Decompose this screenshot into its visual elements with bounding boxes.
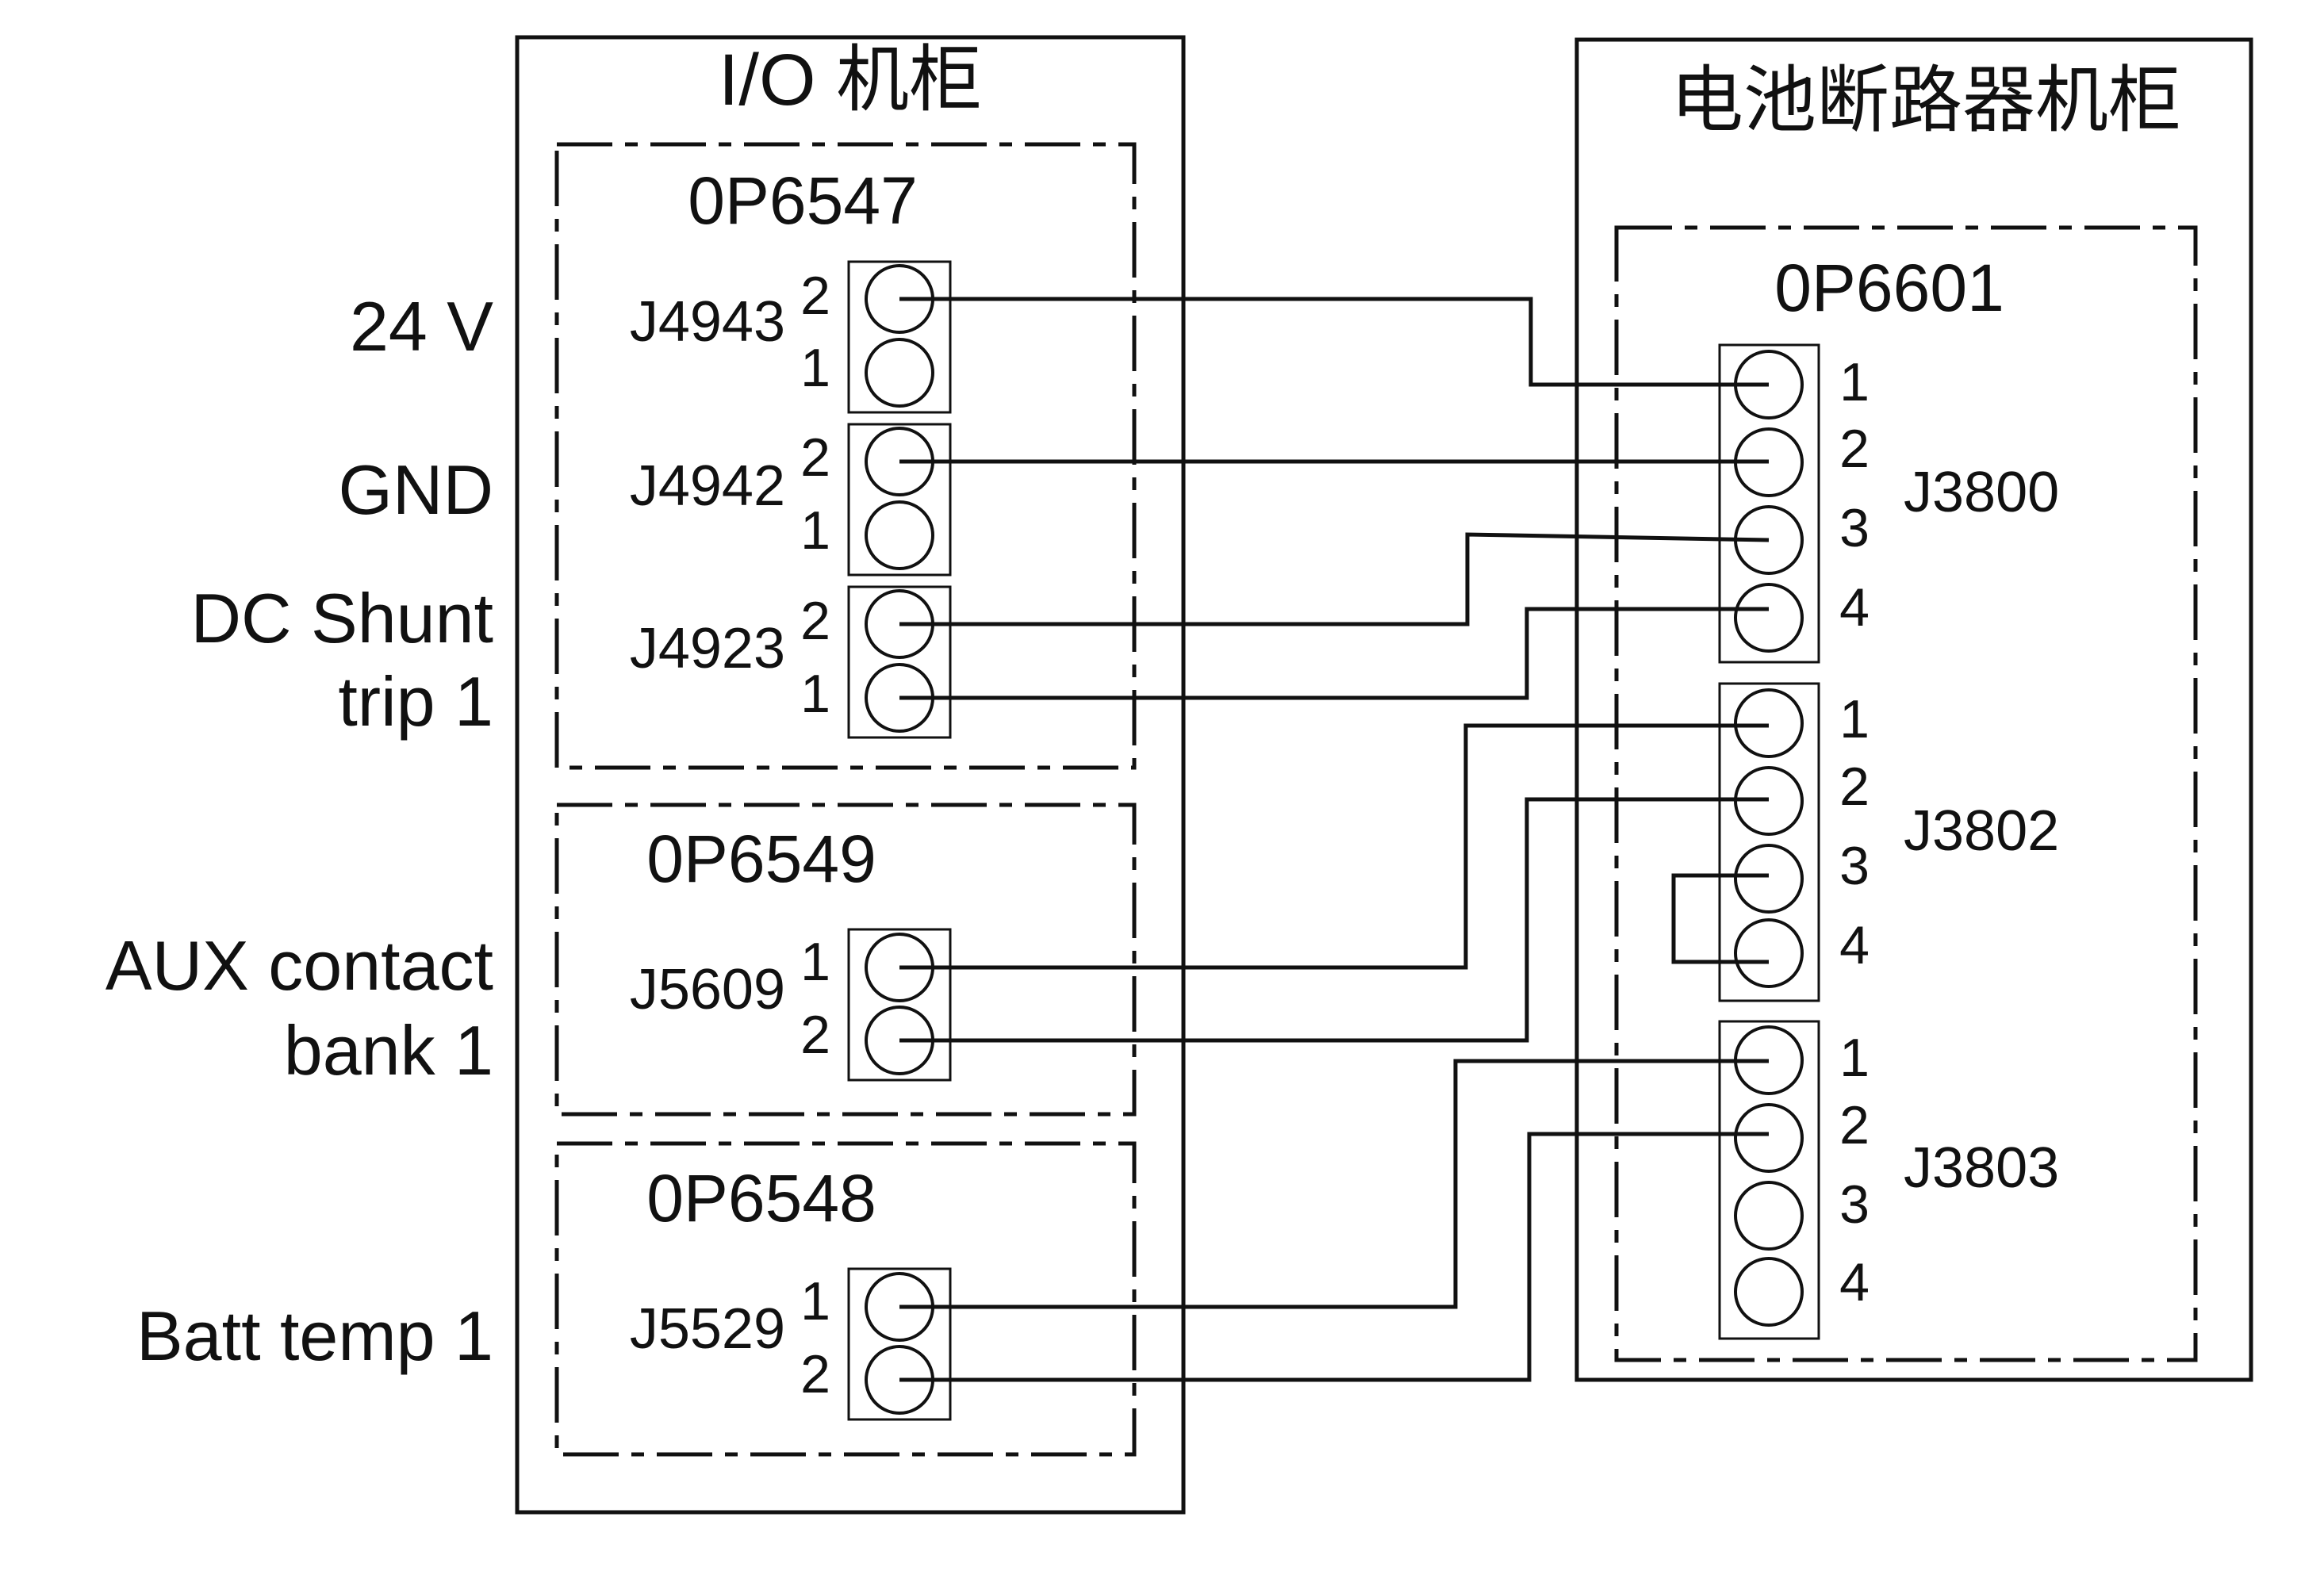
connector-j4942-block <box>847 423 952 577</box>
signal-dc-shunt-label-line2: trip 1 <box>338 662 493 741</box>
connector-j3802-label: J3802 <box>1904 799 2059 863</box>
connector-j3803-pin-label: 4 <box>1839 1252 1870 1312</box>
signal-labels: 24 V GND DC Shunt trip 1 AUX contact ban… <box>105 287 493 1375</box>
signal-aux-contact-label-line2: bank 1 <box>284 1011 493 1090</box>
connector-j3802-pin-label: 3 <box>1839 836 1870 896</box>
connector-j4923-pin-label: 2 <box>800 591 830 651</box>
connector-j5609-block <box>847 928 952 1082</box>
connector-j3803-pin <box>1734 1257 1804 1327</box>
connector-j4943-pin-label: 1 <box>800 338 830 398</box>
connector-j4923: J4923 2 1 <box>630 585 952 739</box>
connector-j3800-pin-label: 1 <box>1839 352 1870 412</box>
board-0p6547-title: 0P6547 <box>688 163 918 238</box>
wire-j3802-3-to-j3802-4-jumper <box>1671 873 1769 964</box>
connector-j5609-label: J5609 <box>630 958 785 1021</box>
connector-j3802-block <box>1718 682 1820 1002</box>
connector-j3800-label: J3800 <box>1904 461 2059 524</box>
board-0p6548-title: 0P6548 <box>646 1161 876 1235</box>
connector-j3803-pin-label: 1 <box>1839 1028 1870 1088</box>
connector-j3802-pin-label: 1 <box>1839 689 1870 749</box>
board-0p6601-frame <box>1614 225 2198 1362</box>
connector-j3803-block <box>1718 1020 1820 1340</box>
signal-batt-temp-label: Batt temp 1 <box>136 1297 493 1375</box>
connector-j4923-pin-label: 1 <box>800 664 830 724</box>
connector-j3803-pin <box>1734 1181 1804 1251</box>
io-cabinet: I/O 机柜 0P6547 J4943 2 1 J4942 2 1 <box>515 35 1186 1515</box>
signal-24v-label: 24 V <box>350 287 493 366</box>
connector-j3800-pin-label: 4 <box>1839 577 1870 638</box>
board-0p6547-frame <box>554 142 1137 770</box>
connector-j3803-pin <box>1734 1103 1804 1173</box>
wire-j5529-1-to-j3803-1 <box>899 1059 1769 1309</box>
connector-j4943: J4943 2 1 <box>630 260 952 414</box>
battery-breaker-cabinet: 电池断路器机柜 0P6601 1 2 3 4 J3800 <box>1574 37 2253 1382</box>
wire-j5609-1-to-j3802-1 <box>899 723 1769 970</box>
connector-j3800-block <box>1718 343 1820 664</box>
connector-j4942-pin <box>865 500 934 570</box>
board-0p6548-frame <box>554 1141 1137 1457</box>
battery-cabinet-frame <box>1574 37 2253 1382</box>
board-0p6549-title: 0P6549 <box>646 822 876 896</box>
connector-j3802: 1 2 3 4 J3802 <box>1718 682 2059 1002</box>
connector-j3802-pin <box>1734 844 1804 914</box>
connector-j4943-pin-label: 2 <box>800 266 830 326</box>
connector-j5529-label: J5529 <box>630 1297 785 1361</box>
connector-j4923-label: J4923 <box>630 617 785 680</box>
wire-j5609-2-to-j3802-2 <box>899 797 1769 1043</box>
connector-j5529-pin-label: 1 <box>800 1271 830 1331</box>
connector-j4943-pin <box>865 338 934 408</box>
board-0p6549-frame <box>554 803 1137 1117</box>
wire-j4923-1-to-j3800-4 <box>899 607 1769 700</box>
connector-j3803: 1 2 3 4 J3803 <box>1718 1020 2059 1340</box>
battery-cabinet-title: 电池断路器机柜 <box>1670 60 2181 141</box>
connector-j3803-pin-label: 2 <box>1839 1095 1870 1155</box>
wire-j5529-2-to-j3803-2 <box>899 1132 1769 1382</box>
connector-j5529: J5529 1 2 <box>630 1267 952 1421</box>
signal-aux-contact-label: AUX contact <box>105 926 493 1005</box>
connector-j5529-block <box>847 1267 952 1421</box>
connector-j3802-pin <box>1734 688 1804 758</box>
wires <box>899 297 1770 1382</box>
signal-dc-shunt-label: DC Shunt <box>190 579 493 657</box>
connector-j5609: J5609 1 2 <box>630 928 952 1082</box>
connector-j3803-pin-label: 3 <box>1839 1174 1870 1235</box>
connector-j5529-pin-label: 2 <box>800 1344 830 1404</box>
wire-j4923-2-to-j3800-3 <box>899 532 1770 626</box>
connector-j3803-label: J3803 <box>1904 1136 2059 1200</box>
connector-j3800: 1 2 3 4 J3800 <box>1718 343 2059 664</box>
connector-j3800-pin <box>1734 583 1804 653</box>
connector-j4942-label: J4942 <box>630 454 785 518</box>
connector-j5609-pin-label: 2 <box>800 1005 830 1065</box>
board-0p6547: 0P6547 J4943 2 1 J4942 2 1 J492 <box>554 142 1137 770</box>
signal-gnd-label: GND <box>338 450 493 529</box>
connector-j3802-pin-label: 4 <box>1839 915 1870 975</box>
board-0p6548: 0P6548 J5529 1 2 <box>554 1141 1137 1457</box>
connector-j4942: J4942 2 1 <box>630 423 952 577</box>
connector-j5609-pin-label: 1 <box>800 932 830 992</box>
connector-j3800-pin-label: 2 <box>1839 419 1870 479</box>
board-0p6601-title: 0P6601 <box>1774 251 2004 325</box>
connector-j4943-label: J4943 <box>630 290 785 354</box>
connector-j4943-block <box>847 260 952 414</box>
io-cabinet-title: I/O 机柜 <box>719 40 982 121</box>
connector-j4942-pin-label: 1 <box>800 500 830 561</box>
wire-j4943-2-to-j3800-1 <box>899 297 1769 387</box>
connector-j3800-pin-label: 3 <box>1839 498 1870 558</box>
connector-j4942-pin-label: 2 <box>800 427 830 488</box>
board-0p6549: 0P6549 J5609 1 2 <box>554 803 1137 1117</box>
io-cabinet-frame <box>515 35 1186 1515</box>
connector-j3802-pin-label: 2 <box>1839 757 1870 817</box>
connector-j3802-pin <box>1734 918 1804 988</box>
board-0p6601: 0P6601 1 2 3 4 J3800 1 <box>1614 225 2198 1362</box>
connector-j4923-block <box>847 585 952 739</box>
